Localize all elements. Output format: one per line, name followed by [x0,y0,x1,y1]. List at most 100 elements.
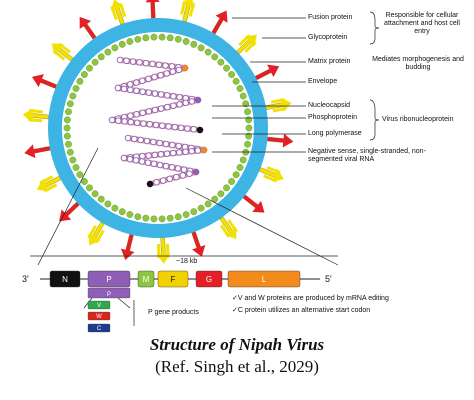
label-nucleocapsid: Nucleocapsid [308,102,351,109]
matrix-bead [118,40,126,48]
matrix-bead [244,140,251,148]
nucleocapsid-bead [126,155,134,163]
glyco-spike [22,108,49,123]
nucleocapsid-bead [127,118,135,126]
nucleocapsid-bead [151,151,159,159]
nucleocapsid-bead [123,57,130,65]
matrix-bead [91,58,99,66]
nucleocapsid-bead [180,166,188,173]
nucleocapsid-bead [176,93,183,101]
nucleocapsid-bead [145,75,152,83]
matrix-bead [228,71,236,78]
matrix-bead [174,213,182,221]
matrix-bead [166,214,174,222]
matrix-bead [232,171,240,179]
matrix-bead [69,92,77,100]
nucleocapsid-bead [151,90,159,97]
matrix-bead [223,64,230,72]
nucleocapsid-bead [165,123,172,130]
matrix-bead [190,40,198,48]
polymerase-dot [196,126,204,134]
label-attachment-note: Responsible for cellular attachment and … [384,12,460,35]
matrix-bead [239,156,247,164]
nucleocapsid-bead [127,112,134,119]
matrix-bead [65,108,72,116]
nucleocapsid-bead [150,138,157,146]
nucleocapsid-bead [182,148,189,156]
matrix-bead [236,164,244,171]
matrix-bead [197,44,205,52]
nucleocapsid-bead [116,56,124,64]
p-product-label-v: V [97,303,101,309]
fusion-spike [145,0,160,19]
matrix-bead [166,34,174,42]
label-rnp-note: Virus ribonucleoprotein [382,116,454,123]
matrix-bead [66,100,74,108]
nucleocapsid-bead [145,152,152,159]
gene-label-p: P [106,275,111,284]
matrix-bead [150,33,158,41]
matrix-bead [134,213,142,221]
matrix-bead [65,140,72,148]
nucleocapsid-bead [175,66,183,74]
nucleocapsid-bead [133,119,141,127]
matrix-bead [134,35,142,43]
nucleocapsid-bead [126,81,134,88]
matrix-bead [97,195,105,203]
matrix-bead [80,71,88,78]
nucleocapsid-bead [163,92,171,99]
nucleocapsid-bead [184,125,191,132]
genome-note-1: ✓V and W proteins are produced by mRNA e… [232,295,389,302]
label-envelope: Envelope [308,78,338,85]
matrix-bead [66,148,74,156]
figure-reference: (Ref. Singh et al., 2029) [155,357,319,376]
nucleocapsid-bead [157,72,164,79]
p-product-p [87,287,131,299]
matrix-beads [63,33,253,223]
nucleocapsid-bead [173,173,180,181]
label-fusion-protein: Fusion protein [308,14,353,21]
nucleocapsid-bead [169,68,177,75]
nucleocapsid-bead [156,139,163,147]
nucleocapsid-bead [153,179,160,186]
matrix-bead [217,58,225,66]
label-matrix-protein: Matrix protein [308,58,351,65]
gene-m [137,270,155,288]
figure-title: Structure of Nipah Virus [149,335,325,354]
gene-g [195,270,223,288]
nucleocapsid-bead [194,147,202,154]
glyco-spike [258,166,285,183]
matrix-bead [245,132,253,140]
label-viral-rna: Negative sense, single-stranded, non-seg… [308,148,426,163]
gene-label-l: L [262,275,267,284]
gene-label-m: M [143,275,150,284]
nucleocapsid-bead [129,58,137,65]
matrix-bead [69,156,77,164]
glyco-spike [87,221,105,246]
matrix-bead [244,108,251,116]
glyco-spike [265,97,292,113]
gene-l [227,270,301,288]
matrix-bead [228,178,236,185]
nucleocapsid-bead [152,121,160,129]
matrix-bead [236,85,244,92]
matrix-bead [245,116,253,124]
nucleocapsid-bead [114,84,122,92]
phosphoprotein-dot [193,169,199,175]
matrix-bead [232,77,240,85]
nucleocapsid-bead [139,88,146,95]
nucleocapsid-bead [157,91,165,98]
nucleocapsid-bead [188,147,195,155]
matrix-bead [158,215,166,223]
nucleocapsid-bead [159,177,167,184]
label-p-gene-products: P gene products [148,309,199,316]
nucleocapsid-bead [163,70,170,77]
surface-spikes [22,0,294,264]
p-product-label-w: W [96,314,102,320]
nucleocapsid-bead [151,73,158,81]
p-product-c [87,323,111,333]
matrix-bead [242,100,250,108]
gene-p [87,270,131,288]
glyco-spike [36,175,62,193]
